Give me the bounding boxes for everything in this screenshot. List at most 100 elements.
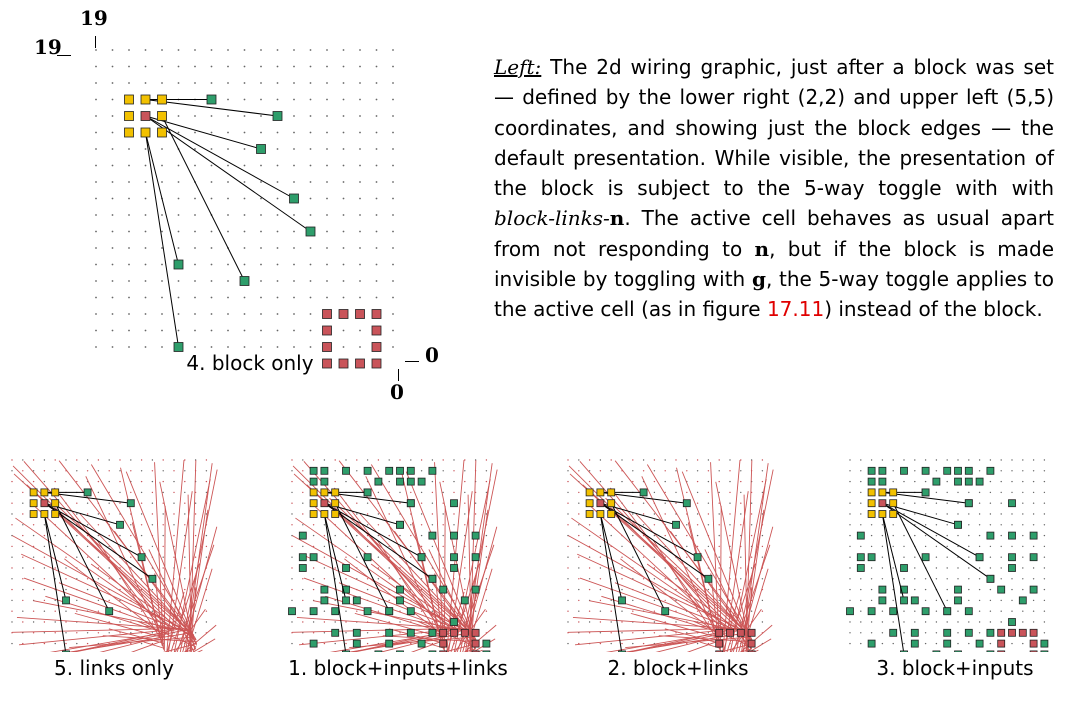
grid-dot: [464, 502, 466, 504]
grid-dot: [375, 115, 378, 117]
grid-dot: [375, 197, 378, 200]
grid-dot: [924, 545, 927, 548]
active-cell: [338, 309, 349, 319]
grid-dot: [599, 588, 602, 591]
grid-dot: [989, 480, 992, 483]
figure-reference-link[interactable]: 17.11: [766, 297, 825, 322]
grid-dot: [119, 599, 121, 602]
grid-dot: [276, 296, 279, 299]
grid-dot: [97, 610, 100, 612]
grid-dot: [924, 632, 927, 634]
input-cell: [889, 628, 898, 637]
grid-dot: [95, 313, 97, 315]
grid-dot: [621, 621, 623, 623]
wire-line: [54, 502, 110, 612]
grid-dot: [97, 621, 100, 623]
link-line: [130, 640, 163, 652]
grid-dot: [323, 556, 326, 558]
grid-dot: [111, 49, 114, 51]
grid-dot: [111, 247, 114, 249]
grid-dot: [11, 480, 13, 483]
input-cell: [867, 553, 876, 562]
grid-dot: [184, 502, 186, 504]
grid-dot: [302, 642, 304, 645]
grid-dot: [323, 545, 326, 548]
grid-dot: [32, 480, 35, 483]
grid-dot: [243, 164, 246, 167]
grid-dot: [210, 82, 213, 84]
grid-dot: [162, 513, 164, 515]
grid-dot: [399, 545, 401, 548]
grid-dot: [302, 459, 304, 461]
grid-dot: [1043, 491, 1046, 494]
link-line: [605, 497, 750, 635]
grid-dot: [849, 599, 851, 602]
grid-dot: [1022, 491, 1024, 494]
link-line: [477, 649, 483, 652]
link-line: [163, 505, 166, 652]
target-node: [148, 574, 157, 583]
grid-dot: [1000, 545, 1002, 548]
grid-dot: [326, 49, 328, 51]
input-cell: [867, 639, 876, 648]
grid-dot: [924, 502, 927, 504]
grid-dot: [675, 545, 677, 548]
grid-dot: [302, 513, 304, 515]
input-cell: [997, 585, 1006, 594]
grid-dot: [1011, 599, 1013, 602]
grid-dot: [260, 115, 262, 117]
grid-dot: [442, 480, 444, 483]
grid-dot: [1022, 480, 1024, 483]
block-cell: [878, 510, 887, 518]
grid-dot: [140, 642, 143, 645]
grid-dot: [227, 131, 229, 134]
grid-dot: [399, 621, 401, 623]
link-line: [379, 635, 445, 652]
grid-dot: [356, 556, 358, 558]
grid-dot: [323, 459, 326, 461]
grid-dot: [119, 502, 121, 504]
link-line: [715, 481, 752, 651]
grid-dot: [173, 599, 175, 602]
wire-line: [610, 502, 666, 612]
grid-dot: [989, 588, 992, 591]
grid-dot: [464, 491, 466, 494]
active-cell: [1029, 639, 1038, 648]
grid-dot: [162, 459, 164, 461]
grid-dot: [54, 610, 56, 612]
grid-dot: [914, 610, 916, 612]
block-cell: [889, 510, 898, 518]
grid-dot: [43, 642, 46, 645]
block-cell: [331, 488, 340, 497]
grid-dot: [194, 567, 197, 569]
grid-dot: [978, 545, 981, 548]
grid-dot: [849, 459, 851, 461]
grid-dot: [388, 513, 390, 515]
input-cell: [352, 628, 361, 637]
link-line: [99, 635, 165, 652]
grid-dot: [610, 480, 612, 483]
main-wiring-graphic: [95, 49, 394, 369]
grid-dot: [342, 230, 345, 233]
grid-dot: [293, 164, 295, 167]
link-line: [148, 549, 197, 649]
input-cell: [363, 466, 372, 475]
link-line: [710, 573, 720, 650]
grid-dot: [345, 610, 347, 612]
grid-dot: [453, 599, 455, 602]
input-cell: [428, 466, 437, 475]
grid-dot: [761, 610, 764, 612]
link-line: [394, 530, 478, 644]
grid-dot: [161, 49, 163, 51]
input-cell: [900, 564, 908, 572]
grid-dot: [161, 164, 163, 167]
grid-dot: [356, 459, 358, 461]
input-cell: [856, 564, 865, 572]
grid-dot: [707, 610, 710, 612]
block-cell: [157, 94, 167, 105]
grid-dot: [162, 480, 164, 483]
grid-dot: [309, 115, 312, 117]
grid-dot: [849, 545, 851, 548]
grid-dot: [1000, 599, 1002, 602]
grid-dot: [388, 567, 390, 569]
